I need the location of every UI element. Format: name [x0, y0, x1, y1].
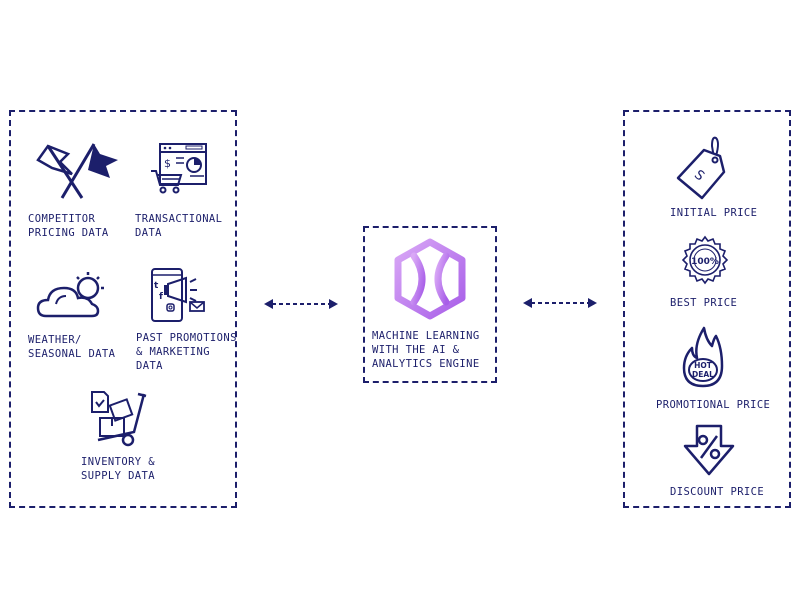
svg-text:t: t [154, 281, 159, 291]
discount-price-label: DISCOUNT PRICE [670, 486, 765, 498]
svg-text:$: $ [164, 157, 171, 170]
competitor-pricing-label: COMPETITOR PRICING DATA [28, 213, 109, 239]
weather-seasonal-label: WEATHER/ SEASONAL DATA [28, 334, 116, 360]
past-promotions-label: PAST PROMOTIONS & MARKETING DATA [136, 332, 237, 372]
inventory-trolley-icon [88, 388, 150, 448]
discount-arrow-icon [683, 424, 735, 476]
transactional-data-label: TRANSACTIONAL DATA [135, 213, 223, 239]
ml-engine-box [363, 226, 497, 383]
ml-engine-label: MACHINE LEARNING WITH THE AI & ANALYTICS… [372, 330, 480, 370]
engine-logo-icon [394, 238, 466, 320]
promotional-price-label: PROMOTIONAL PRICE [656, 399, 771, 411]
output-prices-box [623, 110, 791, 508]
hot-deal-flame-icon: HOT DEAL [680, 326, 726, 388]
mobile-megaphone-icon: t f [150, 268, 210, 326]
best-price-label: BEST PRICE [670, 297, 738, 309]
input-data-box [9, 110, 237, 508]
flags-icon [36, 140, 120, 202]
svg-text:f: f [159, 292, 163, 302]
weather-cloud-icon [36, 270, 108, 322]
initial-price-label: INITIAL PRICE [670, 207, 758, 219]
svg-text:DEAL: DEAL [692, 370, 714, 379]
svg-text:100%: 100% [691, 257, 719, 267]
price-tag-icon: S [676, 136, 728, 202]
shopping-dashboard-icon: $ [150, 143, 208, 197]
bidirectional-arrow-right [523, 297, 597, 309]
svg-text:HOT: HOT [694, 361, 713, 370]
inventory-supply-label: INVENTORY & SUPPLY DATA [81, 456, 155, 482]
quality-badge-icon: 100% [679, 235, 731, 288]
bidirectional-arrow-left [264, 298, 338, 310]
